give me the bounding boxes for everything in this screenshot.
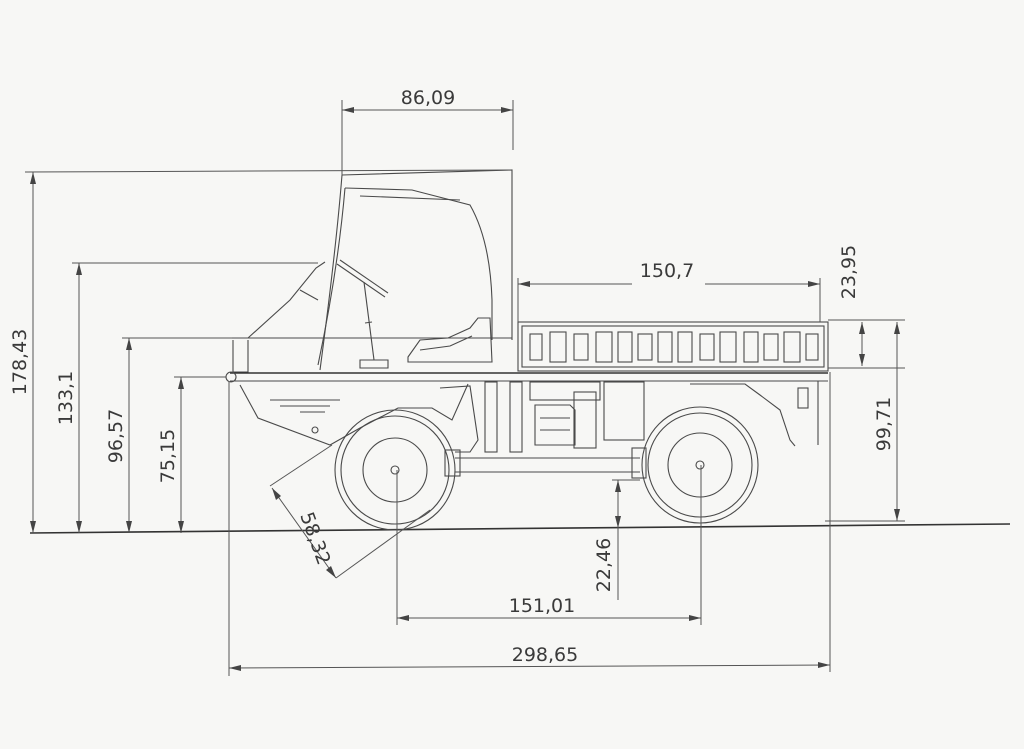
cargo-bed [517,321,829,372]
dimension-label-bed-side-height: 23,95 [838,245,860,299]
dimension-label-approach-radius: 58,32 [295,509,334,568]
dimension-bed-side-height: 23,95 [828,245,905,369]
dimension-label-roof-width: 86,09 [401,87,455,109]
hood [232,261,512,373]
dimension-label-seat-height: 133,1 [55,371,77,425]
dimension-label-wheelbase: 151,01 [509,595,575,617]
dimension-label-bed-top-height: 99,71 [873,397,895,451]
dimension-seat-height: 133,1 [55,262,318,533]
rear-wheel [641,406,759,524]
dimension-hood-height: 96,57 [105,337,232,533]
frame-beam [225,371,828,383]
dimension-total-height: 178,43 [9,169,513,533]
steering-wheel [336,259,389,369]
dimension-bed-top-height: 99,71 [825,322,905,522]
vehicle-outline [225,169,829,531]
dimension-label-overall-length: 298,65 [512,644,578,666]
dimension-wheelbase: 151,01 [396,465,702,625]
front-wheel [334,409,456,531]
dimension-label-hood-height: 96,57 [105,409,127,463]
dimension-bed-length: 150,7 [517,260,821,322]
chassis-mechanicals [484,381,819,453]
dimension-label-frame-height: 75,15 [157,429,179,483]
cab-canopy [317,169,513,371]
seat [407,317,493,363]
front-lower-body [239,383,479,453]
dimension-frame-height: 75,15 [157,376,226,533]
dimension-roof-width: 86,09 [341,87,514,175]
ground-line [29,523,1011,534]
dimension-overall-length: 298,65 [228,372,831,676]
dimension-ground-clearance: 22,46 [593,479,640,600]
bed-slats [529,331,819,363]
drive-shaft [444,447,647,479]
dimension-label-bed-length: 150,7 [640,260,694,282]
dimension-label-total-height: 178,43 [9,329,31,395]
dimension-approach-radius: 58,32 [269,444,431,579]
dimension-label-ground-clearance: 22,46 [593,538,615,592]
